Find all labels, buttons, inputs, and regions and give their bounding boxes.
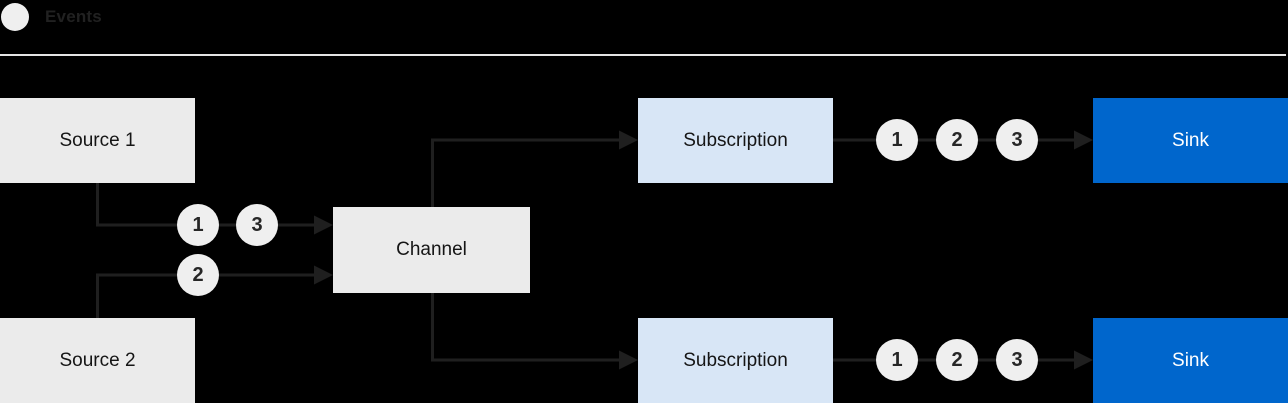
event-circle-icon <box>1 2 29 31</box>
arrowhead-icon <box>1074 130 1093 150</box>
node-subscription-top: Subscription <box>638 98 833 183</box>
event-marker: 3 <box>996 119 1038 161</box>
event-marker: 2 <box>936 119 978 161</box>
node-subscription-bottom: Subscription <box>638 318 833 403</box>
arrowhead-icon <box>1074 350 1093 370</box>
event-marker: 2 <box>936 339 978 381</box>
divider <box>0 54 1286 56</box>
legend-label: Events <box>45 6 102 26</box>
legend: Events <box>1 2 102 31</box>
arrowhead-icon <box>314 215 333 235</box>
node-sink-top: Sink <box>1093 98 1288 183</box>
event-marker: 2 <box>177 254 219 296</box>
event-marker: 1 <box>876 119 918 161</box>
arrowhead-icon <box>619 350 638 370</box>
event-marker: 3 <box>236 204 278 246</box>
event-marker: 1 <box>876 339 918 381</box>
node-sink-bottom: Sink <box>1093 318 1288 403</box>
arrowhead-icon <box>619 130 638 150</box>
node-channel: Channel <box>333 207 530 293</box>
node-source-1: Source 1 <box>0 98 195 183</box>
arrowhead-icon <box>314 265 333 285</box>
event-marker: 1 <box>177 204 219 246</box>
event-marker: 3 <box>996 339 1038 381</box>
node-source-2: Source 2 <box>0 318 195 403</box>
